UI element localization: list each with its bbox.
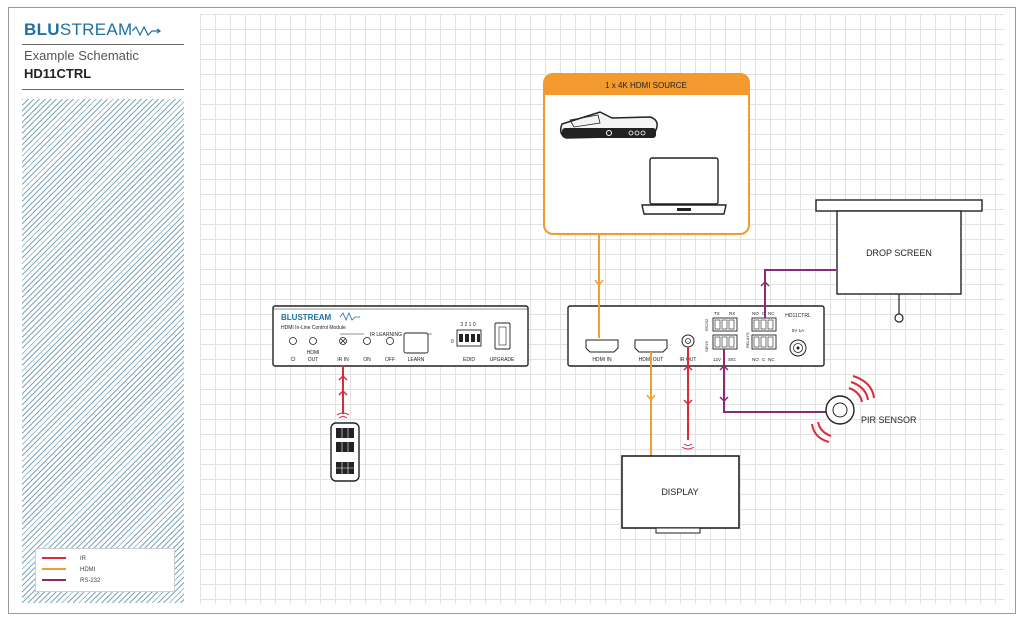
hdmi-in-label: HDMI IN — [592, 357, 612, 363]
relay-no-label: NO — [752, 311, 759, 316]
page-subtitle: Example Schematic — [24, 48, 139, 63]
hdmi-out-label: HDMI — [307, 350, 320, 356]
ir-in-label: IR IN — [337, 357, 349, 363]
module-name: HDMI In-Line Control Module — [281, 325, 346, 331]
hdmi-out-led-icon — [309, 337, 317, 345]
hdmi-in-port-icon — [585, 339, 619, 353]
off-label: OFF — [385, 357, 395, 363]
relay-terminal-icon — [751, 317, 777, 350]
ir-connections — [336, 347, 695, 450]
ir-learning-label: IR LEARNING — [370, 332, 402, 338]
v12-label: 12V — [713, 357, 721, 362]
rs232-label: RS232 — [704, 318, 709, 331]
sensor-terminal-icon — [712, 334, 738, 350]
header-rule-bottom — [22, 89, 184, 90]
rx-label: RX — [729, 311, 735, 316]
brand-logo-bold: BLU — [24, 20, 60, 39]
learn-button — [403, 332, 429, 354]
brand-logo-rest: STREAM — [59, 20, 133, 39]
dip-on-label: 0 — [451, 339, 454, 345]
hdmi-source-box: 1 x 4K HDMI SOURCE — [543, 73, 750, 235]
legend-swatch-ir — [42, 557, 66, 560]
legend-item-hdmi: HDMI — [42, 566, 95, 574]
module-brand: BLUSTREAM — [281, 313, 332, 322]
display-label: DISPLAY — [661, 487, 698, 497]
laptop-icon — [641, 157, 727, 215]
rs232-terminal-icon — [712, 317, 738, 332]
legend-item-rs232: RS-232 — [42, 577, 100, 585]
on-led-icon — [363, 337, 371, 345]
sidebar-hatch-panel — [22, 99, 184, 603]
pir-sensor-label: PIR SENSOR — [861, 415, 917, 425]
control-module-front: BLUSTREAM HDMI In-Line Control Module IR… — [272, 305, 529, 367]
drop-screen: DROP SCREEN — [815, 199, 983, 323]
edid-label: EDID — [463, 357, 475, 363]
rear-power-label: 5V 1A — [792, 328, 804, 333]
legend-swatch-hdmi — [42, 568, 66, 571]
display: DISPLAY — [621, 455, 740, 534]
brand-logo: BLUSTREAM — [24, 20, 162, 40]
diagram-frame — [8, 7, 1016, 614]
set-top-box-icon — [559, 111, 658, 139]
hdmi-connections — [594, 234, 656, 456]
pir-sensor: PIR SENSOR — [811, 375, 917, 443]
tx-label: TX — [714, 311, 720, 316]
power-symbol-icon: ⏻ — [291, 356, 296, 363]
drop-screen-label: DROP SCREEN — [866, 248, 932, 258]
legend: IR HDMI RS-232 — [35, 548, 175, 592]
relay-c-label-2: C — [762, 357, 766, 362]
dip-numbers: 3 2 1 0 — [460, 322, 476, 328]
hdmi-source-title: 1 x 4K HDMI SOURCE — [605, 81, 687, 90]
rear-model-label: HD11CTRL — [785, 313, 811, 319]
sig-label: SIG — [728, 357, 736, 362]
ir-remote-icon — [330, 422, 360, 482]
legend-label-rs232: RS-232 — [80, 578, 101, 584]
learn-label: LEARN — [408, 357, 425, 363]
off-led-icon — [386, 337, 394, 345]
module-wave-icon — [339, 311, 360, 322]
legend-label-ir: IR — [80, 556, 86, 562]
upgrade-label: UPGRADE — [490, 357, 515, 363]
legend-swatch-rs232 — [42, 579, 66, 582]
relay-nc-label: NC — [768, 311, 775, 316]
brand-wave-icon — [132, 25, 162, 36]
legend-label-hdmi: HDMI — [80, 567, 96, 573]
relay-nc-label-2: NC — [768, 357, 775, 362]
rs232-connections — [719, 269, 836, 413]
hdmi-out-port-icon — [634, 339, 668, 353]
on-label: ON — [363, 357, 371, 363]
relays-label: RELAYS — [745, 332, 750, 348]
sens-label: SENS — [704, 341, 709, 352]
header-rule-top — [22, 44, 184, 45]
control-module-rear: HDMI IN HDMI OUT IR OUT TX RX RS232 SENS… — [567, 305, 825, 367]
relay-no-label-2: NO — [752, 357, 759, 362]
power-led-icon — [289, 337, 297, 345]
page-title: HD11CTRL — [24, 66, 92, 81]
hdmi-out-label-2: OUT — [308, 357, 319, 363]
legend-item-ir: IR — [42, 555, 86, 563]
